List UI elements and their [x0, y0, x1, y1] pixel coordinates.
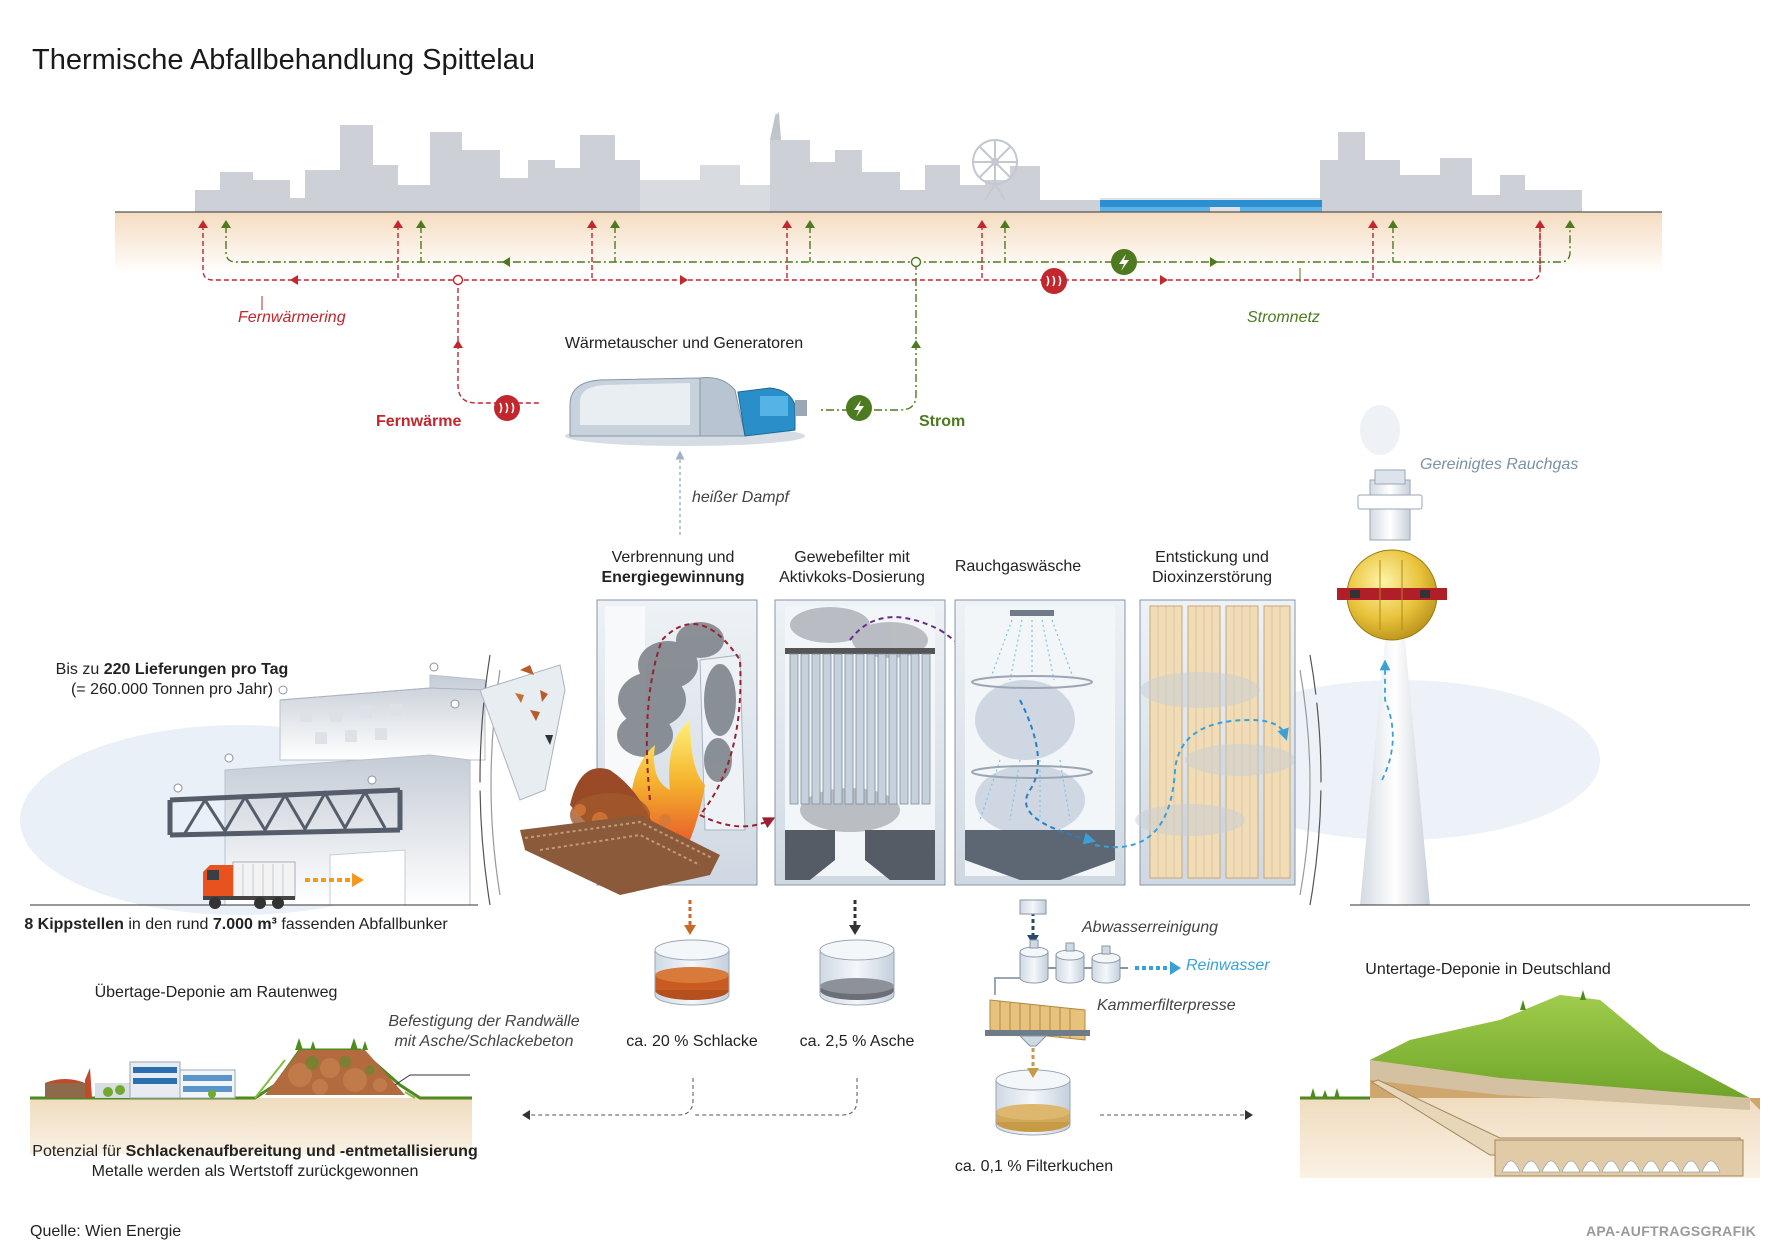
clean-water-label: Reinwasser — [1186, 957, 1270, 974]
ash-container — [819, 939, 895, 1006]
district-heating-label: Fernwärme — [376, 413, 462, 430]
stage-filter-label: Gewebefilter mit Aktivkoks-Dosierung — [779, 548, 925, 588]
above-ground-landfill — [30, 1038, 472, 1154]
wastewater-treatment — [994, 899, 1128, 995]
heating-arrows — [198, 220, 1545, 348]
chimney — [1200, 405, 1600, 905]
filter-cake-label: ca. 0,1 % Filterkuchen — [954, 1158, 1114, 1175]
page-title: Thermische Abfallbehandlung Spittelau — [32, 44, 535, 76]
truck-icon — [203, 861, 296, 909]
heat-exchanger-label: Wärmetauscher und Generatoren — [564, 335, 804, 352]
river-bridge — [1100, 200, 1322, 212]
stage-filter-line1: Gewebefilter mit — [794, 549, 910, 566]
chamber-filter-press — [985, 999, 1090, 1047]
stage-combustion-label: Verbrennung und Energiegewinnung — [601, 548, 744, 588]
stage-filter-line2: Aktivkoks-Dosierung — [779, 569, 925, 586]
bunker-mid: in den rund — [123, 916, 213, 933]
power-arrows — [221, 220, 1575, 348]
heat-icon — [1041, 268, 1067, 294]
source-label: Quelle: Wien Energie — [30, 1223, 182, 1240]
slag-processing-label: Potenzial für Schlackenaufbereitung und … — [32, 1142, 477, 1182]
stage-denox-label: Entstickung und Dioxinzerstörung — [1152, 548, 1272, 588]
landfill-below-title: Untertage-Deponie in Deutschland — [1365, 961, 1611, 978]
slag-container — [654, 939, 730, 1006]
power-grid — [225, 225, 1571, 411]
lightning-icon — [846, 395, 872, 421]
potential-pre: Potenzial für — [32, 1143, 126, 1160]
deliveries-label: Bis zu 220 Lieferungen pro Tag (= 260.00… — [56, 660, 289, 700]
deliveries-line1-pre: Bis zu — [55, 661, 104, 678]
credit-label: APA-AUFTRAGSGRAFIK — [1586, 1223, 1757, 1239]
stage-combustion-line1: Verbrennung und — [611, 549, 735, 566]
landfill-note-line2: mit Asche/Schlackebeton — [394, 1033, 574, 1050]
bunker-label: 8 Kippstellen in den rund 7.000 m³ fasse… — [24, 915, 447, 934]
power-grid-label: Stromnetz — [1247, 309, 1320, 326]
denox-catalyst — [1094, 599, 1296, 886]
ash-label: ca. 2,5 % Asche — [799, 1033, 915, 1050]
clean-gas-label: Gereinigtes Rauchgas — [1420, 456, 1579, 473]
landfill-above-title: Übertage-Deponie am Rautenweg — [94, 984, 338, 1001]
city-skyline — [195, 112, 1582, 212]
district-heating-ring-label: Fernwärmering — [238, 309, 346, 326]
stage-combustion-line2: Energiegewinnung — [601, 569, 745, 586]
slag-label: ca. 20 % Schlacke — [626, 1033, 758, 1050]
ground-band — [115, 212, 1662, 274]
bunker-bold1: 8 Kippstellen — [24, 916, 124, 933]
delivery-hall — [20, 662, 486, 915]
filter-cake-container — [995, 1048, 1071, 1136]
potential-bold: Schlackenaufbereitung und -entmetallisie… — [125, 1143, 478, 1160]
landfill-above-note: Befestigung der Randwälle mit Asche/Schl… — [388, 1012, 579, 1052]
landfill-note-line1: Befestigung der Randwälle — [388, 1013, 580, 1030]
bunker-end: fassenden Abfallbunker — [276, 916, 448, 933]
landfill-connector — [530, 1078, 1245, 1116]
hot-steam-label: heißer Dampf — [692, 489, 789, 506]
heat-exchanger-generators — [565, 377, 807, 446]
residue-arrows — [684, 900, 1039, 945]
stage-denox-line1: Entstickung und — [1155, 549, 1269, 566]
lightning-icon — [1111, 249, 1137, 275]
deliveries-line1-bold: 220 Lieferungen pro Tag — [103, 661, 289, 678]
underground-landfill — [1300, 990, 1760, 1178]
filter-press-label: Kammerfilterpresse — [1097, 997, 1236, 1014]
metals-recovered: Metalle werden als Wertstoff zurückgewon… — [91, 1163, 419, 1180]
stage-scrubbing-label: Rauchgaswäsche — [954, 558, 1082, 575]
bunker-bold2: 7.000 m³ — [212, 916, 277, 933]
deliveries-line2: (= 260.000 Tonnen pro Jahr) — [70, 681, 274, 698]
stage-denox-line2: Dioxinzerstörung — [1151, 569, 1273, 586]
combustion-chamber — [479, 599, 776, 895]
ferris-wheel-icon — [972, 139, 1018, 201]
wastewater-treatment-label: Abwasserreinigung — [1082, 919, 1219, 936]
heat-icon — [494, 395, 520, 421]
district-heating-ring — [202, 225, 1541, 404]
flue-gas-scrubber — [954, 599, 1126, 886]
power-label: Strom — [919, 413, 966, 430]
fabric-filter — [774, 599, 970, 886]
